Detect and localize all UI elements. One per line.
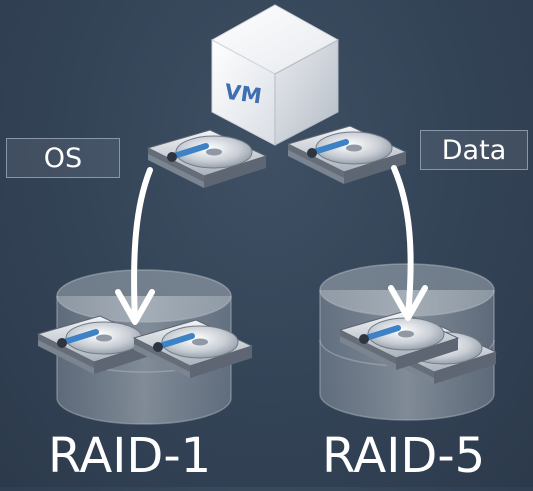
os-volume-disk-icon (148, 130, 266, 188)
vm-label: VM (223, 80, 263, 109)
raid-1-label: RAID-1 (48, 428, 212, 484)
os-volume-label: OS (6, 138, 120, 178)
data-to-raid-5-arrow (388, 165, 428, 321)
data-volume-label: Data (420, 130, 528, 170)
data-volume-disk-icon (288, 126, 406, 184)
vm-cube-icon: VM (210, 4, 340, 146)
raid-5-label: RAID-5 (322, 428, 486, 484)
os-to-raid-1-arrow (115, 167, 155, 325)
